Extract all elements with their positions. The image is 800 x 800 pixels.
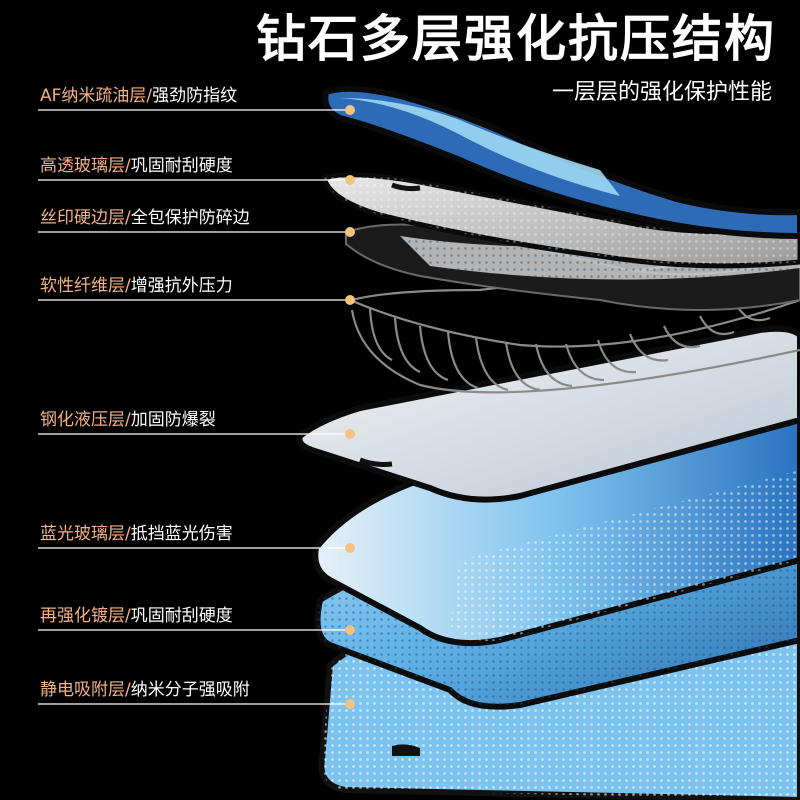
layer-label-static: 静电吸附层/纳米分子强吸附	[40, 678, 250, 702]
callout-dot	[345, 105, 355, 115]
callout-dot	[345, 175, 355, 185]
layer-high-transparency-glass	[320, 172, 800, 269]
layer-desc: 增强抗外压力	[130, 276, 233, 296]
callout-dot	[345, 429, 355, 439]
callout-dot	[345, 543, 355, 553]
layer-name: 蓝光玻璃层/	[40, 524, 131, 544]
layer-name: AF纳米疏油层/	[40, 86, 153, 106]
layer-label-tempered: 钢化液压层/加固防爆裂	[40, 408, 216, 432]
layer-label-fiber: 软性纤维层/增强抗外压力	[40, 274, 233, 298]
layer-desc: 纳米分子强吸附	[130, 680, 250, 700]
callout-dot	[345, 625, 355, 635]
layer-name: 再强化镀层/	[40, 606, 131, 626]
layer-desc: 加固防爆裂	[130, 410, 216, 430]
callout-lines	[38, 109, 350, 705]
layer-name: 高透玻璃层/	[40, 156, 131, 176]
layer-desc: 巩固耐刮硬度	[130, 156, 233, 176]
layer-name: 软性纤维层/	[40, 276, 131, 296]
layer-name: 静电吸附层/	[40, 680, 131, 700]
layer-desc: 强劲防指纹	[152, 86, 238, 106]
layer-blue-light-glass	[312, 396, 800, 647]
layer-label-silkscreen: 丝印硬边层/全包保护防碎边	[40, 206, 250, 230]
page-subtitle: 一层层的强化保护性能	[551, 80, 772, 105]
callout-dot	[345, 699, 355, 709]
layer-desc: 全包保护防碎边	[130, 208, 250, 228]
page-title: 钻石多层强化抗压结构	[256, 10, 776, 68]
layer-name: 丝印硬边层/	[40, 208, 131, 228]
layer-label-blue-light: 蓝光玻璃层/抵挡蓝光伤害	[40, 522, 233, 546]
layer-label-coating: 再强化镀层/巩固耐刮硬度	[40, 604, 233, 628]
callout-dot	[345, 227, 355, 237]
callout-dots	[345, 105, 355, 709]
layer-desc: 巩固耐刮硬度	[130, 606, 233, 626]
layer-af-oleophobic	[322, 85, 800, 240]
layer-tempered-hydraulic	[296, 325, 800, 503]
layer-label-af: AF纳米疏油层/强劲防指纹	[40, 84, 237, 108]
layer-name: 钢化液压层/	[40, 410, 131, 430]
layer-soft-fiber	[349, 248, 800, 394]
callout-dot	[345, 295, 355, 305]
layer-desc: 抵挡蓝光伤害	[130, 524, 233, 544]
layer-label-glass: 高透玻璃层/巩固耐刮硬度	[40, 154, 233, 178]
